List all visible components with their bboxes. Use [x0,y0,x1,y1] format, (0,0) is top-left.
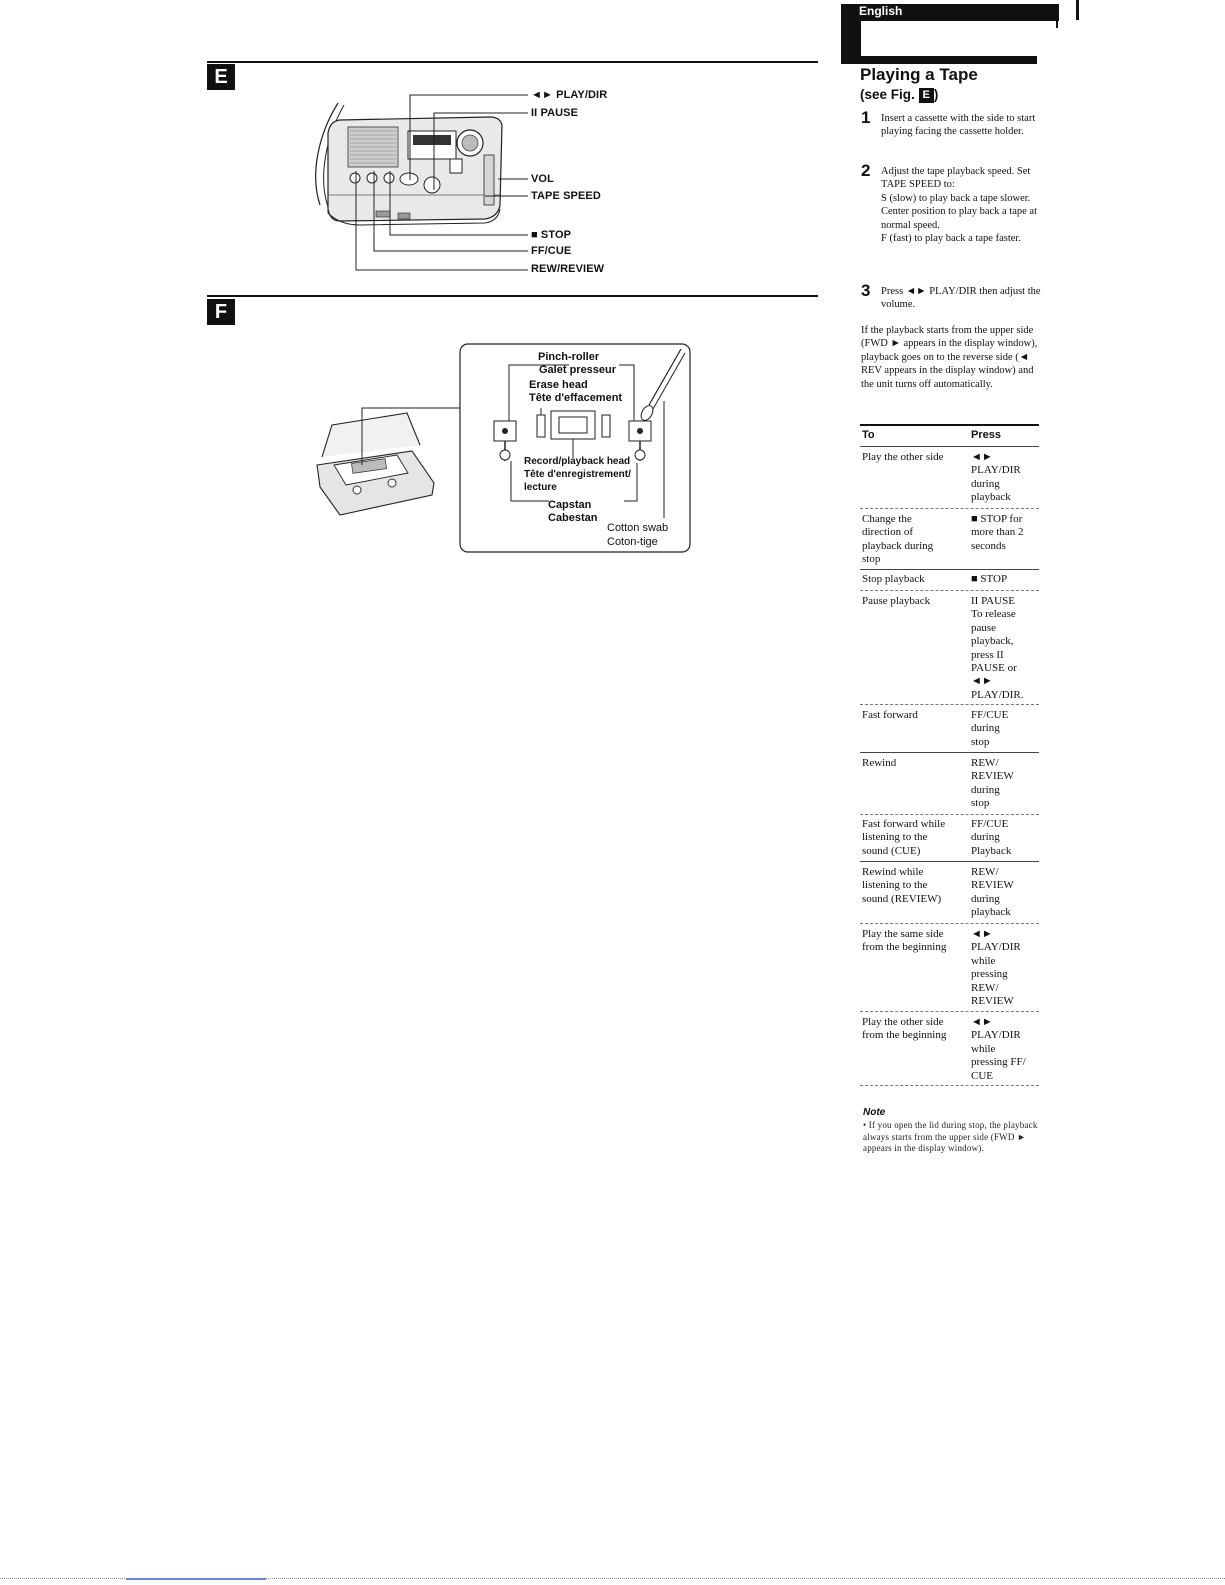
playback-paragraph: If the playback starts from the upper si… [861,325,1038,390]
page-edge-mark [1076,0,1079,20]
callout-rew-review: REW/REVIEW [531,263,605,275]
label-capstan: Capstan [548,499,592,511]
table-row-divider [860,923,1039,924]
table-row-divider [860,704,1039,705]
table-row-divider [860,590,1039,591]
bottom-dotted-line [0,1578,1225,1579]
figure-e-leaders [355,94,528,271]
bottom-link-mark [126,1578,266,1580]
table-row-5-to: Fast forward [862,709,918,721]
subtitle-prefix: (see Fig. [860,87,915,102]
label-pinch-roller: Pinch-roller [538,351,600,363]
language-tab-block [841,4,861,56]
callout-ff-cue: FF/CUE [531,245,572,257]
figure-f-rule [207,295,818,297]
table-row-10-to: Play the other side from the beginning [862,1016,947,1042]
label-coton-tige: Coton-tige [607,536,658,548]
label-cotton-swab: Cotton swab [607,522,669,534]
section-title: Playing a Tape [860,65,978,84]
language-tab-label: English [859,4,903,18]
table-row-divider [860,752,1039,753]
language-tab-edge [1056,4,1058,28]
table-row-5-press: FF/CUE during stop [971,709,1009,748]
label-tete-enregistrement: Tête d'enregistrement/ [524,469,631,480]
callout-pause: II PAUSE [531,107,579,119]
table-row-4-to: Pause playback [862,595,931,607]
table-row-10-press: ◄► PLAY/DIR while pressing FF/ CUE [971,1016,1026,1082]
table-row-2-to: Change the direction of playback during … [862,513,934,566]
table-header-rule [860,446,1039,447]
table-row-3-press: ■ STOP [971,573,1008,585]
label-galet-presseur: Galet presseur [539,364,617,376]
table-top-rule [860,424,1039,426]
subtitle-fig-ref: E [918,88,934,103]
label-erase-head: Erase head [529,379,588,391]
step-2-text: Adjust the tape playback speed. Set TAPE… [881,166,1037,245]
label-lecture: lecture [524,482,557,493]
callout-stop: ■ STOP [531,229,572,241]
table-row-8-press: REW/ REVIEW during playback [971,866,1014,919]
language-tab-bar [841,4,1059,21]
table-row-divider [860,814,1039,815]
note-heading: Note [863,1107,886,1118]
table-row-6-to: Rewind [862,757,897,769]
table-row-8-to: Rewind while listening to the sound (REV… [862,866,942,905]
table-bottom-rule [860,1085,1039,1086]
step-3-text: Press ◄► PLAY/DIR then adjust the volume… [881,286,1041,311]
table-row-9-to: Play the same side from the beginning [862,928,947,954]
step-3-number: 3 [861,281,871,300]
subtitle-suffix: ) [933,87,939,102]
step-1-text: Insert a cassette with the side to start… [881,113,1036,138]
table-row-6-press: REW/ REVIEW during stop [971,757,1014,810]
cassette-player-illustration [315,102,503,226]
table-row-3-to: Stop playback [862,573,925,585]
head-detail-box [459,343,691,553]
label-tete-effacement: Tête d'effacement [529,392,623,404]
section-header-rule [841,56,1037,64]
figure-f-letter: F [207,299,235,325]
label-cabestan: Cabestan [548,512,598,524]
section-subtitle: (see Fig. E) [860,87,938,103]
table-row-2-press: ■ STOP for more than 2 seconds [971,513,1024,552]
figure-e-rule [207,61,818,63]
table-row-1-to: Play the other side [862,451,944,463]
figure-e-letter: E [207,64,235,90]
note-text: • If you open the lid during stop, the p… [863,1120,1038,1154]
label-record-playback-head: Record/playback head [524,456,631,467]
callout-vol: VOL [531,173,554,185]
figure-f-connector-line [361,407,460,465]
callout-play-dir: ◄► PLAY/DIR [531,89,608,101]
table-row-1-press: ◄► PLAY/DIR during playback [971,451,1021,504]
open-cassette-holder-illustration [316,412,435,516]
table-header-press: Press [971,429,1001,441]
step-2-number: 2 [861,161,871,180]
table-row-4-press: II PAUSE To release pause playback, pres… [971,595,1024,701]
table-row-divider [860,508,1039,509]
table-row-7-press: FF/CUE during Playback [971,818,1012,857]
table-row-7-to: Fast forward while listening to the soun… [862,818,946,857]
callout-tape-speed: TAPE SPEED [531,190,601,202]
table-row-9-press: ◄► PLAY/DIR while pressing REW/ REVIEW [971,928,1021,1008]
table-row-divider [860,861,1039,862]
table-header-to: To [862,429,875,441]
step-1-number: 1 [861,108,871,127]
table-row-divider [860,1011,1039,1012]
table-row-divider [860,569,1039,570]
